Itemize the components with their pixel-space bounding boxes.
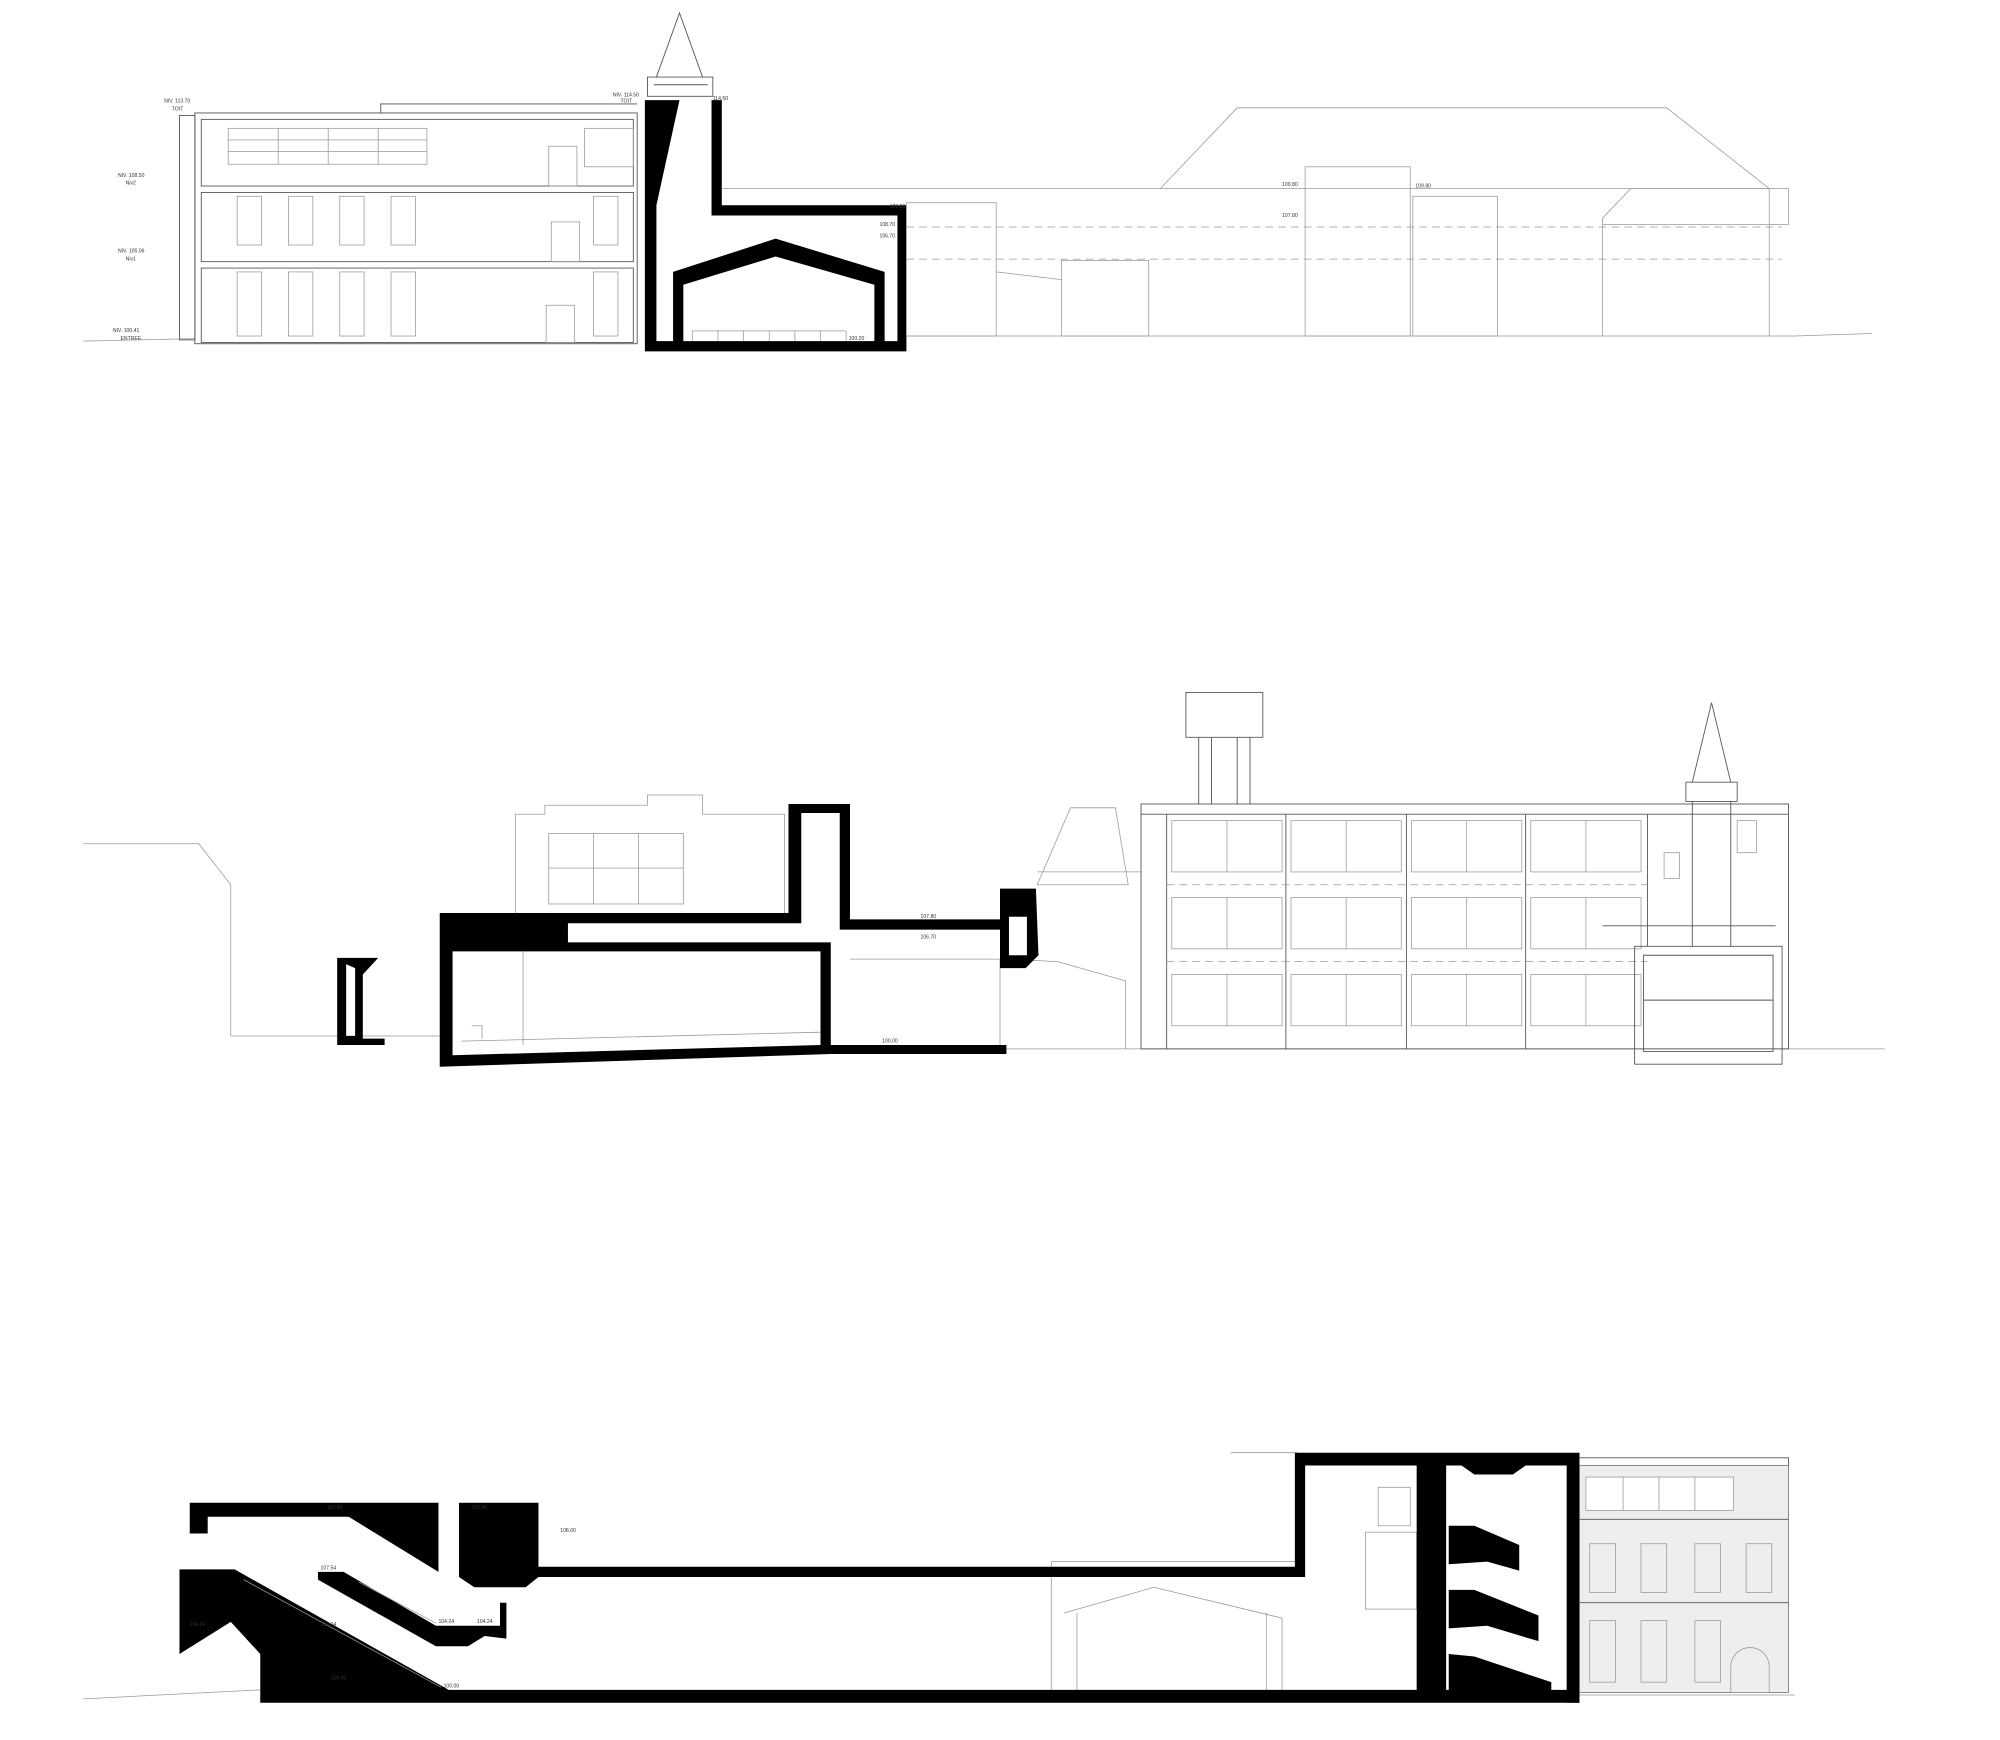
cut-shaft-stairs	[1448, 1525, 1552, 1693]
label-roof-tower: NIV. 114.50	[613, 92, 639, 98]
level-labels-2: 107.80 106.70 100.00	[882, 914, 936, 1044]
section-3: 110.84 110.84 108.00 107.54 104.24 104.2…	[83, 1452, 1795, 1703]
label-entry: NIV. 100.41	[113, 328, 140, 334]
label-level-1: NIV. 105.06	[118, 249, 145, 255]
existing-buildings-right	[721, 107, 1789, 337]
tower-spire	[646, 11, 714, 97]
water-tower	[1185, 691, 1264, 804]
label-slab-top: 109.80	[890, 204, 906, 210]
label-level-1-sub: Niv1	[126, 256, 136, 262]
label-stair-2: 104.24	[321, 1622, 337, 1628]
label-landing: 107.54	[321, 1565, 337, 1571]
label-hall-floor: 100.20	[849, 336, 865, 342]
label-stair-4: 104.24	[477, 1619, 493, 1625]
label-tower-top: 114.50	[713, 96, 728, 102]
label-entry-sub: ENTREE	[121, 336, 142, 342]
label-right-3: 109.80	[1415, 183, 1431, 189]
cut-roof-box	[458, 1502, 1298, 1588]
label-right-2: 107.80	[1282, 213, 1298, 219]
level-labels-3: 110.84 110.84 108.00 107.54 104.24 104.2…	[190, 1505, 576, 1689]
cut-section-left	[337, 957, 385, 1045]
label-roof-left-sub: TOIT	[172, 106, 184, 112]
label-stair-3: 104.24	[438, 1619, 454, 1625]
section-2: 107.80 106.70 100.00	[83, 691, 1885, 1067]
label-floor: 100.00	[882, 1038, 898, 1044]
label-slab-low: 106.70	[879, 233, 895, 239]
label-level-c: 108.00	[560, 1528, 576, 1534]
cut-section-box	[1000, 888, 1039, 969]
left-outline-building	[83, 843, 232, 1037]
cut-shaft-right	[1294, 1452, 1580, 1703]
hall-seating	[461, 951, 821, 1045]
level-labels-1: NIV. 113.70 TOIT NIV. 114.50 TOIT 114.50…	[113, 92, 1431, 342]
label-roof-b: 110.84	[472, 1505, 487, 1511]
cut-stair-main	[179, 1569, 1580, 1703]
label-slab-mid: 108.70	[879, 222, 895, 228]
label-roof-left: NIV. 113.70	[164, 99, 190, 105]
seating	[691, 330, 847, 342]
cut-gable-hall	[673, 238, 885, 344]
label-floor-b: 100.00	[444, 1683, 460, 1689]
label-right-1: 109.80	[1282, 182, 1298, 188]
tower-spire	[1685, 702, 1738, 947]
label-roof-tower-sub: TOIT	[621, 99, 633, 105]
label-slab-low: 106.70	[921, 935, 937, 941]
ground-line	[83, 1689, 1795, 1700]
factory-facade	[1140, 691, 1789, 1065]
existing-building-left	[179, 103, 638, 345]
cut-stair-middle	[317, 1571, 507, 1647]
label-roof-a: 110.84	[327, 1505, 342, 1511]
stair-steps	[243, 1579, 442, 1688]
label-stair-1: 104.24	[190, 1622, 206, 1628]
label-level-2: NIV. 108.50	[118, 173, 145, 179]
label-floor-a: 100.00	[331, 1676, 347, 1682]
label-slab-top: 107.80	[921, 914, 937, 920]
cut-stair-upper	[189, 1502, 439, 1572]
ground-line	[230, 1035, 1885, 1050]
brick-building-right	[1579, 1457, 1789, 1693]
cut-wall-tower	[644, 100, 907, 352]
background-outlines	[1050, 1452, 1418, 1693]
label-level-2-sub: Niv2	[126, 181, 136, 187]
cut-section-main	[439, 803, 1007, 1067]
section-1: NIV. 113.70 TOIT NIV. 114.50 TOIT 114.50…	[83, 11, 1872, 352]
ground-line	[83, 333, 1872, 342]
